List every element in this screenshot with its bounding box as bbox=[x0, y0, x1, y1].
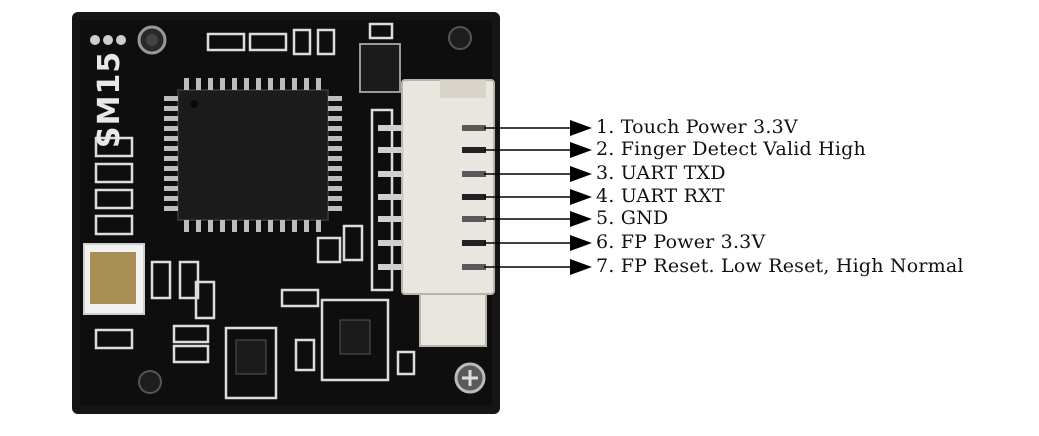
passive-components bbox=[94, 22, 416, 376]
arrow-head bbox=[570, 211, 592, 227]
connector-lead bbox=[378, 264, 404, 270]
connector-lead bbox=[378, 194, 404, 200]
pin-label: 1. Touch Power 3.3V bbox=[596, 116, 798, 138]
pin-label: 4. UART RXT bbox=[596, 185, 725, 207]
pin-label: 6. FP Power 3.3V bbox=[596, 231, 766, 253]
connector-lead bbox=[378, 125, 404, 131]
pin-label: 2. Finger Detect Valid High bbox=[596, 138, 866, 160]
connector-pin bbox=[462, 194, 486, 200]
arrow-head bbox=[570, 120, 592, 136]
connector-pin bbox=[462, 264, 486, 270]
connector-pins bbox=[378, 125, 486, 270]
connector-pin bbox=[462, 125, 486, 131]
connector-lead bbox=[378, 171, 404, 177]
connector-pin bbox=[462, 240, 486, 246]
arrow-head bbox=[570, 235, 592, 251]
mounting-holes bbox=[137, 25, 486, 394]
pin-label: 3. UART TXD bbox=[596, 162, 726, 184]
connector-lead bbox=[378, 216, 404, 222]
pin-label: 5. GND bbox=[596, 207, 669, 229]
regulator-chip bbox=[359, 43, 401, 93]
silkscreen-model-text: SM15 bbox=[92, 50, 127, 148]
arrow-head bbox=[570, 142, 592, 158]
arrow-head bbox=[570, 259, 592, 275]
test-pads bbox=[90, 35, 126, 45]
connector-lead bbox=[378, 147, 404, 153]
pin-arrows bbox=[484, 120, 592, 275]
crystal-oscillator bbox=[83, 243, 145, 315]
mcu-chip bbox=[177, 89, 329, 221]
connector-pin bbox=[462, 171, 486, 177]
mcu-pins bbox=[164, 78, 342, 232]
arrow-head bbox=[570, 166, 592, 182]
bottom-chips bbox=[224, 298, 390, 400]
arrow-head bbox=[570, 189, 592, 205]
connector-pin bbox=[462, 147, 486, 153]
connector-lead bbox=[378, 240, 404, 246]
connector-pin bbox=[462, 216, 486, 222]
pin-label: 7. FP Reset. Low Reset, High Normal bbox=[596, 255, 964, 277]
